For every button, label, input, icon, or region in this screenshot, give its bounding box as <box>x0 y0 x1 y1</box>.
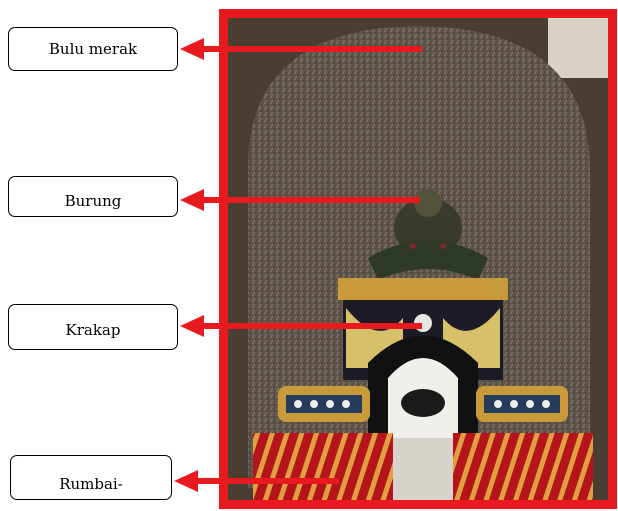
label-rumbai: Rumbai- <box>10 455 172 500</box>
headdress-illustration <box>228 18 608 500</box>
rumbai-fringe <box>253 433 593 500</box>
label-rumbai-text: Rumbai- <box>59 475 123 493</box>
label-krakap-text: Krakap <box>65 321 121 339</box>
label-burung-text: Burung <box>64 192 122 210</box>
krakap-ornament <box>278 278 568 438</box>
label-krakap: Krakap <box>8 304 178 350</box>
headdress-photo <box>219 9 617 509</box>
label-burung: Burung <box>8 176 178 217</box>
bird-ornament <box>368 189 488 280</box>
label-bulu-merak-text: Bulu merak <box>48 40 138 58</box>
label-bulu-merak: Bulu merak <box>8 27 178 71</box>
background-light-corner <box>548 18 608 78</box>
